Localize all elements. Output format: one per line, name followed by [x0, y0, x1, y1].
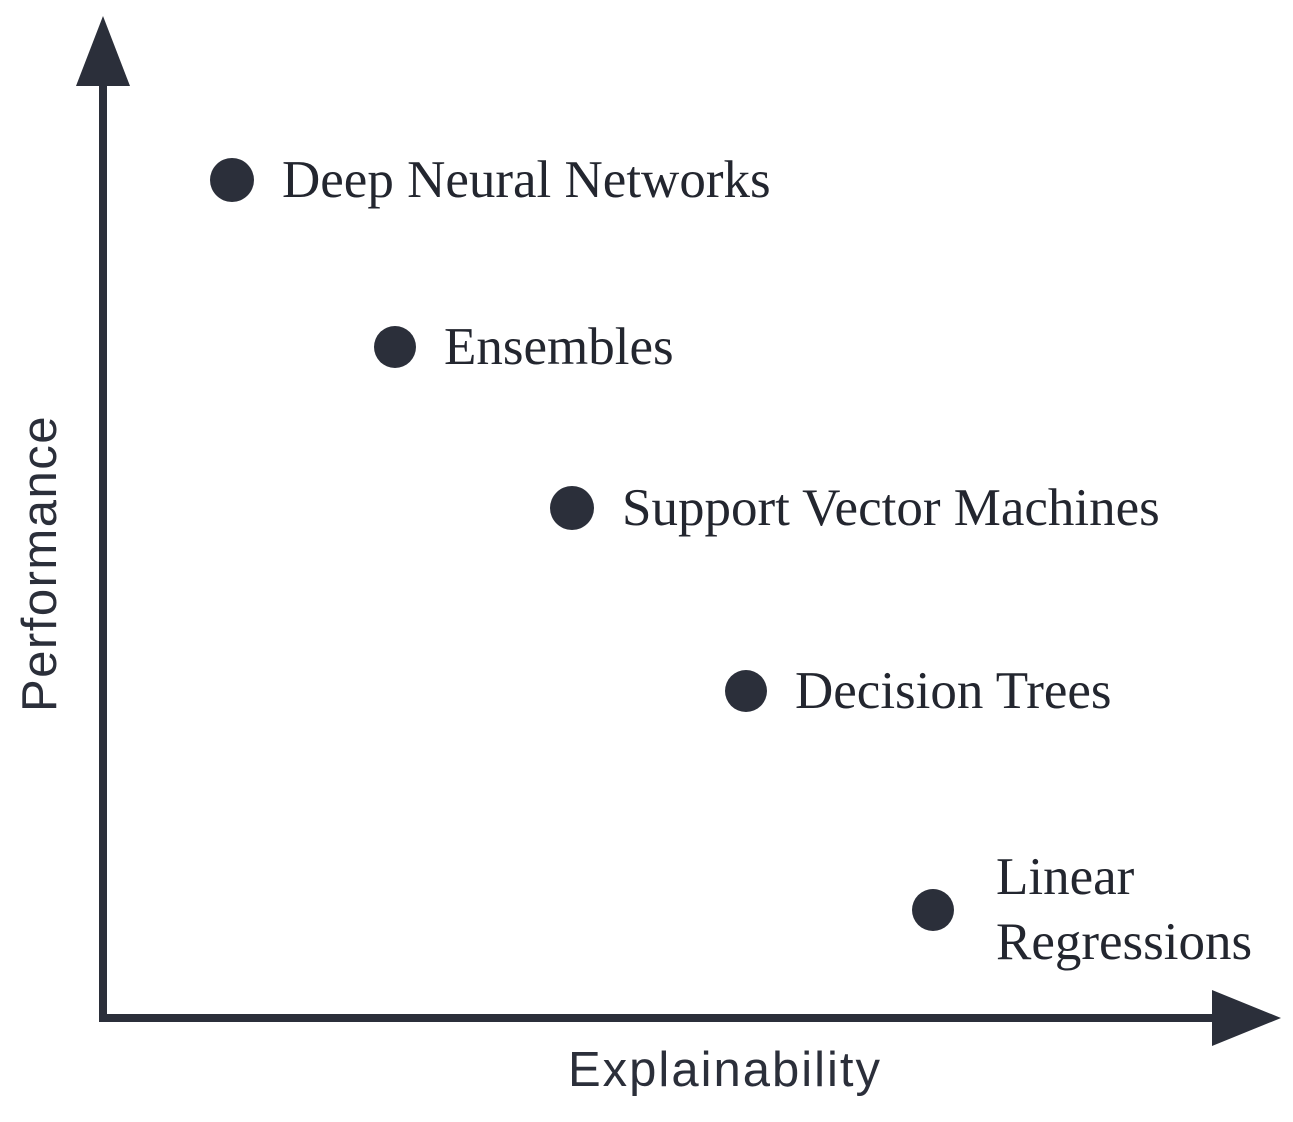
data-point-label: Decision Trees	[795, 662, 1112, 720]
data-point-label: Ensembles	[444, 318, 674, 376]
point-marker-icon	[912, 888, 954, 931]
data-point-ensembles[interactable]: Ensembles	[374, 315, 674, 380]
x-axis-arrowhead	[1212, 990, 1281, 1046]
data-point-linear-regressions[interactable]: Linear Regressions	[912, 845, 1252, 974]
point-marker-icon	[725, 670, 767, 713]
y-axis-arrowhead	[76, 16, 130, 86]
point-marker-icon	[210, 158, 254, 203]
y-axis-title: Performance	[13, 414, 67, 712]
data-point-support-vector-machines[interactable]: Support Vector Machines	[550, 476, 1160, 541]
point-marker-icon	[374, 326, 416, 369]
data-point-label: Linear Regressions	[996, 848, 1253, 971]
data-point-label: Support Vector Machines	[622, 479, 1160, 537]
data-point-label: Deep Neural Networks	[282, 151, 771, 209]
x-axis-title: Explainability	[568, 1043, 882, 1097]
data-point-deep-neural-networks[interactable]: Deep Neural Networks	[210, 148, 771, 213]
data-point-decision-trees[interactable]: Decision Trees	[725, 659, 1112, 724]
point-marker-icon	[550, 486, 594, 531]
